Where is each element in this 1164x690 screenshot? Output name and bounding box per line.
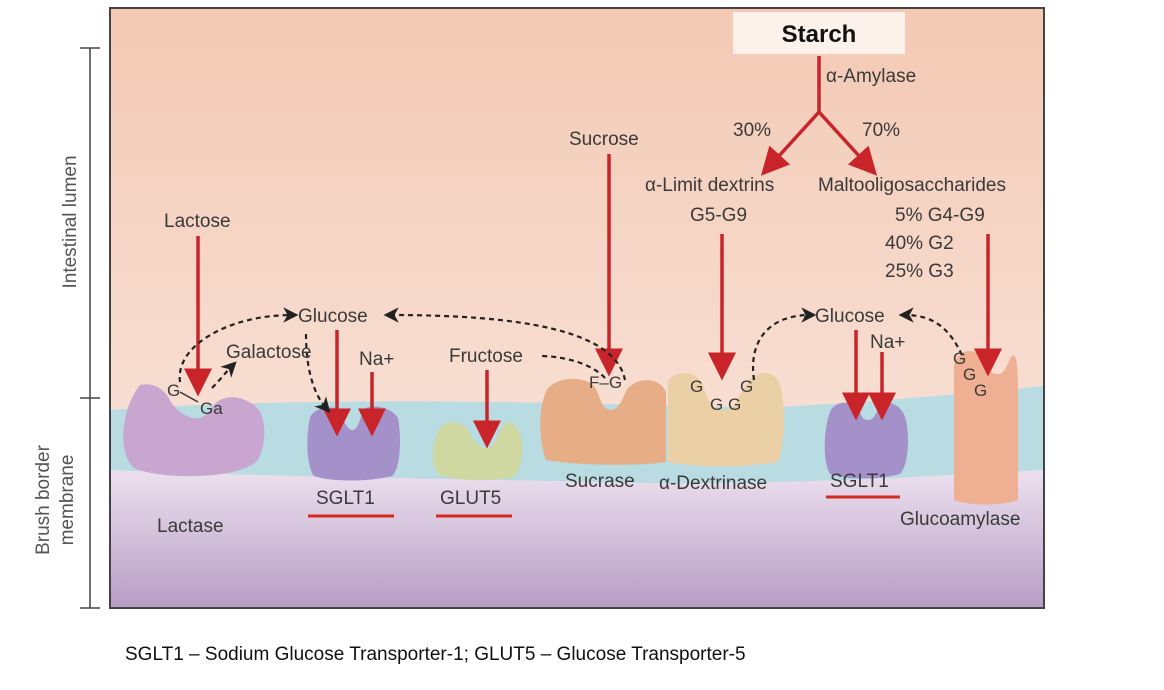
- dextrinase-label: α-Dextrinase: [659, 473, 767, 494]
- pct-right-label: 70%: [862, 120, 900, 141]
- pct-left-label: 30%: [733, 120, 771, 141]
- na-right-label: Na+: [870, 332, 905, 353]
- malto-line-3: 25% G3: [885, 261, 954, 282]
- malto-line-2: 40% G2: [885, 233, 954, 254]
- g5-g9-label: G5-G9: [690, 205, 747, 226]
- membrane-side-label-1: Brush border: [33, 444, 54, 555]
- amylase-label: α-Amylase: [826, 66, 916, 87]
- lactase-enzyme: [123, 384, 265, 477]
- glucoamylase-label: Glucoamylase: [900, 509, 1020, 530]
- membrane-side-label-2: membrane: [57, 455, 78, 546]
- na-left-label: Na+: [359, 349, 394, 370]
- glut5-label: GLUT5: [440, 488, 501, 509]
- limit-dextrins-label: α-Limit dextrins: [645, 175, 774, 196]
- sucrose-label: Sucrose: [569, 129, 639, 150]
- dextrinase-site-g1: G: [690, 377, 703, 396]
- glucose-left-label: Glucose: [298, 306, 368, 327]
- lactase-label: Lactase: [157, 516, 224, 537]
- lumen-side-label: Intestinal lumen: [60, 155, 81, 288]
- footnote: SGLT1 – Sodium Glucose Transporter-1; GL…: [125, 644, 746, 665]
- fructose-label: Fructose: [449, 346, 523, 367]
- lactase-bond: [179, 391, 199, 403]
- starch-box: [733, 12, 905, 54]
- diagram-frame: [109, 7, 1045, 609]
- sucrase-enzyme: [540, 378, 666, 465]
- galactose-label: Galactose: [226, 342, 312, 363]
- lactase-site-g: G: [167, 381, 180, 400]
- glucoamylase-enzyme: [953, 351, 1018, 505]
- amylase-arrows: [760, 56, 878, 176]
- glucoamylase-site-g3: G: [974, 381, 987, 400]
- malto-line-1: 5% G4-G9: [895, 205, 985, 226]
- dextrinase-enzyme: [668, 373, 784, 467]
- glucoamylase-site-g2: G: [963, 365, 976, 384]
- starch-title: Starch: [782, 21, 857, 48]
- glucoamylase-site-g1: G: [953, 349, 966, 368]
- lactose-label: Lactose: [164, 211, 231, 232]
- maltooligosaccharides-label: Maltooligosaccharides: [818, 175, 1006, 196]
- sucrase-label: Sucrase: [565, 471, 635, 492]
- cell-background: [110, 470, 1044, 608]
- dextrinase-site-g3: G: [728, 395, 741, 414]
- sucrase-site-fg: F–G: [589, 373, 622, 392]
- sglt1-right-label: SGLT1: [830, 471, 889, 492]
- dextrinase-site-g2: G: [710, 395, 723, 414]
- substrate-arrows: [184, 154, 1002, 449]
- sglt1-left-label: SGLT1: [316, 488, 375, 509]
- side-bracket: [80, 47, 100, 609]
- product-flows: [178, 307, 963, 413]
- dextrinase-site-g4: G: [740, 377, 753, 396]
- glucose-right-label: Glucose: [815, 306, 885, 327]
- lactase-site-ga: Ga: [200, 399, 223, 418]
- sglt1-right: [824, 402, 908, 479]
